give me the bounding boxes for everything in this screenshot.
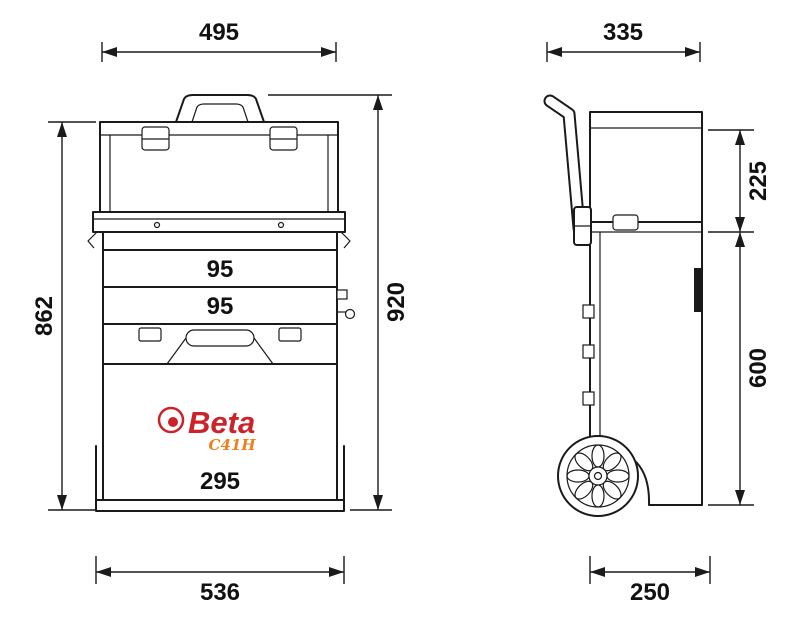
drawer-lock-key-ring (344, 308, 356, 320)
side-handle-slot (694, 268, 702, 312)
wheel (557, 435, 639, 517)
dimension-side-top-depth: 335 (546, 19, 701, 62)
dim-drawer2-label: 95 (207, 293, 234, 320)
dim-bottom-section-label: 295 (200, 468, 240, 495)
side-view (543, 94, 703, 517)
dim-side-lower-height-label: 600 (745, 348, 772, 388)
wheel-hub (588, 466, 608, 486)
rim-screw-left (153, 221, 161, 229)
lid-handle (175, 94, 265, 123)
brand-text: Beta (188, 405, 255, 440)
dim-front-left-height-label: 862 (31, 296, 58, 336)
drawer-cabinet (102, 231, 338, 325)
bottom-compartment (102, 363, 338, 501)
dimension-front-left-height: 862 (31, 121, 96, 511)
dimension-front-right-height: 920 (268, 94, 410, 511)
beta-logo-dot (168, 417, 178, 427)
beta-logo: Beta C41H (157, 405, 257, 454)
dim-front-base-width-label: 536 (200, 579, 240, 606)
front-view: Beta C41H 95 95 295 (87, 94, 356, 512)
tray-handle (185, 329, 255, 347)
side-hook-left (87, 231, 98, 249)
top-rim (92, 211, 346, 233)
drawer-lock-body (336, 289, 348, 300)
dimension-front-base-width: 536 (95, 556, 345, 606)
tray-latch-left (138, 327, 162, 342)
rim-screw-right (277, 221, 285, 229)
model-text: C41H (209, 436, 257, 454)
side-hook-right (340, 231, 351, 249)
dim-side-base-depth-label: 250 (630, 579, 670, 606)
dimension-side-lower-height: 600 (708, 232, 772, 506)
base-band (95, 499, 345, 512)
dim-front-right-height-label: 920 (383, 282, 410, 322)
dim-side-upper-height-label: 225 (745, 161, 772, 201)
dim-side-top-depth-label: 335 (603, 19, 643, 46)
dim-drawer1-label: 95 (207, 256, 234, 283)
dim-front-top-width-label: 495 (199, 19, 239, 46)
side-clip-2 (582, 344, 595, 359)
dimension-side-upper-height: 225 (708, 129, 772, 233)
side-clip-1 (582, 304, 595, 319)
dimension-front-top-width: 495 (101, 19, 337, 62)
side-clip-3 (582, 391, 595, 406)
dimensions: 495 862 920 536 335 (31, 19, 772, 606)
side-latch (612, 214, 639, 231)
tray-latch-right (278, 327, 302, 342)
trolley-handle-tube-inner (545, 96, 584, 233)
lid-handle-inner (191, 103, 249, 123)
wheel-axle (593, 471, 603, 481)
dimension-side-base-depth: 250 (589, 556, 711, 606)
beta-logo-ring (157, 406, 185, 434)
